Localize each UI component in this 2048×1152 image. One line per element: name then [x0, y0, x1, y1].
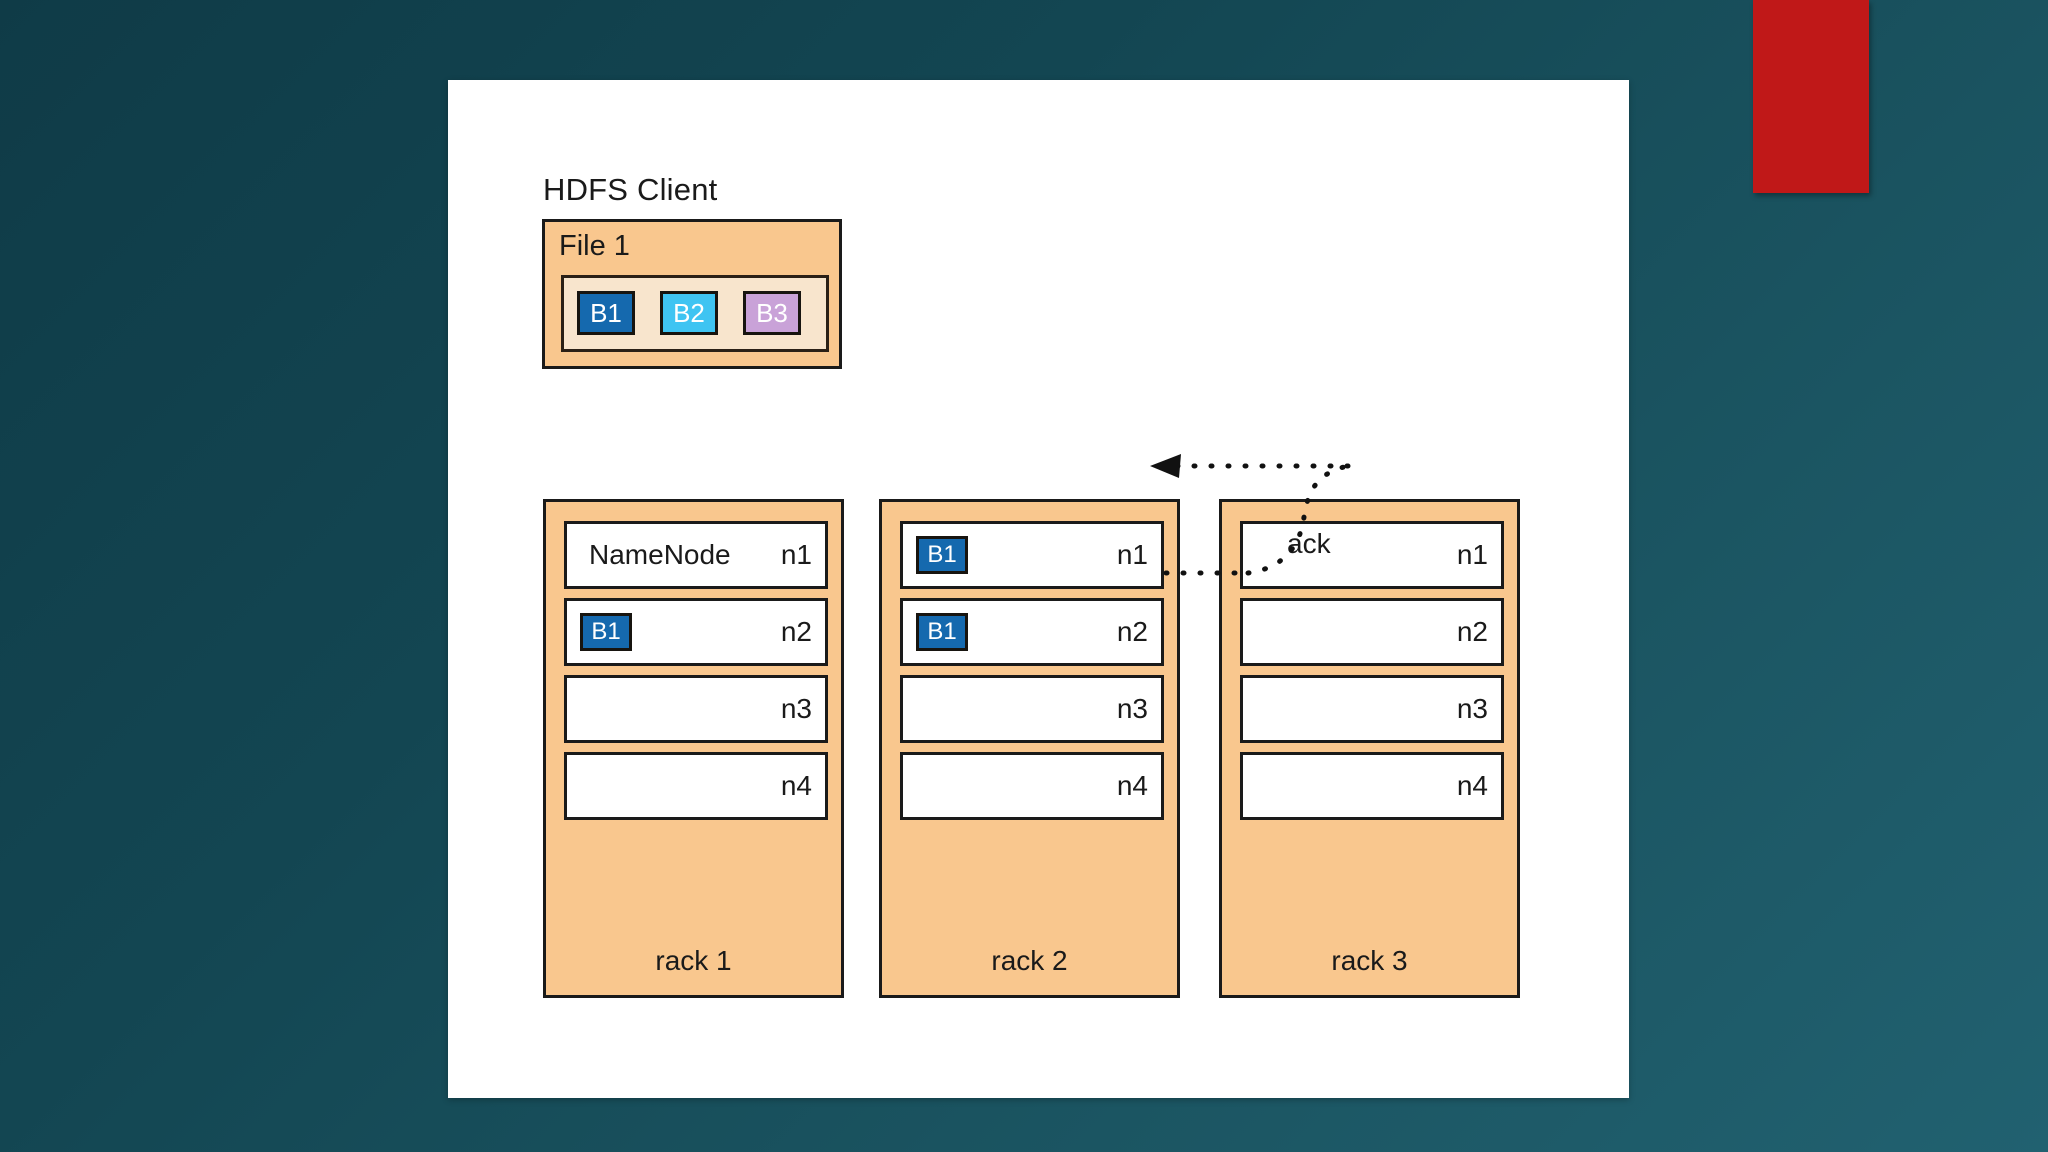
file-block-strip: B1 B2 B3	[561, 275, 829, 352]
rack-2-node-n1: B1 n1	[900, 521, 1164, 589]
rack-2-node-n2-label: n2	[1116, 616, 1148, 647]
rack-1-node-n3-label: n3	[780, 693, 812, 724]
rack-3-node-n1-label: n1	[1456, 539, 1488, 570]
rack-1-node-n2-label: n2	[780, 616, 812, 647]
rack-1-node-n1: NameNode n1	[564, 521, 828, 589]
rack-3-node-n4: n4	[1240, 752, 1504, 820]
rack-2: B1 n1 B1 n2 n3 n4 rack 2	[879, 499, 1180, 998]
rack-3-node-n3-label: n3	[1456, 693, 1488, 724]
rack-3-node-n4-label: n4	[1456, 770, 1488, 801]
rack-2-node-n1-label: n1	[1116, 539, 1148, 570]
rack-3-label: rack 3	[1331, 945, 1408, 976]
rack-1-node-n3: n3	[564, 675, 828, 743]
rack-1-node-n4: n4	[564, 752, 828, 820]
rack-1-node-n1-label: n1	[780, 539, 812, 570]
rack-1-label: rack 1	[655, 945, 732, 976]
slide-canvas: HDFS Client File 1 B1 B2 B3 NameNode n1 …	[448, 80, 1629, 1098]
rack-2-node-n1-block: B1	[916, 536, 968, 574]
rack-2-node-n4-label: n4	[1116, 770, 1148, 801]
ack-label: ack	[1287, 528, 1331, 559]
file-block-b3: B3	[743, 291, 801, 335]
rack-3-node-n2-label: n2	[1456, 616, 1488, 647]
rack-1-node-n4-label: n4	[780, 770, 812, 801]
rack-2-node-n3-label: n3	[1116, 693, 1148, 724]
rack-1-node-n2: B1 n2	[564, 598, 828, 666]
rack-3: ack n1 n2 n3 n4 rack 3	[1219, 499, 1520, 998]
hdfs-client-box: File 1 B1 B2 B3	[542, 219, 842, 369]
rack-1: NameNode n1 B1 n2 n3 n4 rack 1	[543, 499, 844, 998]
rack-1-node-n1-role: NameNode	[589, 539, 731, 570]
rack-3-node-n2: n2	[1240, 598, 1504, 666]
rack-2-node-n3: n3	[900, 675, 1164, 743]
rack-3-node-n3: n3	[1240, 675, 1504, 743]
rack-2-node-n4: n4	[900, 752, 1164, 820]
hdfs-client-title: HDFS Client	[543, 172, 718, 207]
rack-2-node-n2: B1 n2	[900, 598, 1164, 666]
rack-2-node-n2-block: B1	[916, 613, 968, 651]
rack-2-label: rack 2	[991, 945, 1068, 976]
rack-1-node-n2-block: B1	[580, 613, 632, 651]
decorative-accent-rectangle	[1753, 0, 1869, 193]
rack-3-node-n1: ack n1	[1240, 521, 1504, 589]
file-label: File 1	[559, 230, 630, 262]
file-block-b2: B2	[660, 291, 718, 335]
file-block-b1: B1	[577, 291, 635, 335]
